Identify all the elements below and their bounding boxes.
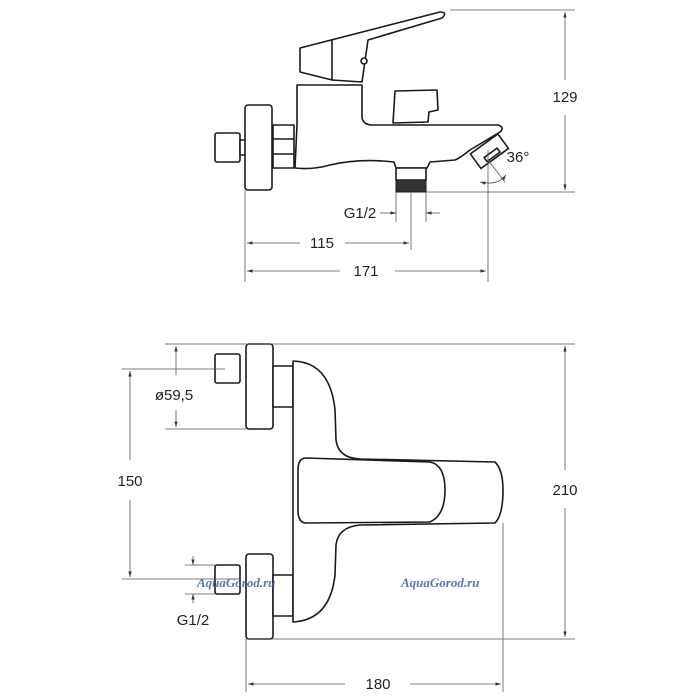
lever-handle xyxy=(299,11,446,83)
side-view: 129 G1/2 115 171 36° xyxy=(214,9,578,282)
offset-115-label: 115 xyxy=(310,235,334,252)
outlet-collar xyxy=(395,167,427,181)
diverter-knob xyxy=(392,89,439,124)
angle-36-label: 36° xyxy=(507,149,530,166)
mixer-body xyxy=(294,84,503,170)
wall-flange xyxy=(244,104,273,191)
watermark-right: AquaGorod.ru xyxy=(400,575,479,590)
flange-diameter-label: ø59,5 xyxy=(155,387,193,404)
width-180-label: 180 xyxy=(365,676,390,693)
watermark-left: AquaGorod.ru xyxy=(196,575,275,590)
lower-nut xyxy=(272,574,294,617)
outlet-thread xyxy=(395,179,427,193)
upper-inlet-knob xyxy=(214,353,241,384)
height-129-label: 129 xyxy=(552,89,577,106)
depth-171-label: 171 xyxy=(353,263,378,280)
upper-nut xyxy=(272,365,294,408)
lever-top xyxy=(297,457,446,524)
outlet-thread-label: G1/2 xyxy=(344,205,377,222)
inlet-spacing-label: 150 xyxy=(117,473,142,490)
upper-flange xyxy=(245,343,274,430)
valve-knob xyxy=(214,132,241,163)
top-view: ø59,5 150 G1/2 210 180 AquaGorod.ru Aqua… xyxy=(117,343,578,693)
lower-flange xyxy=(245,553,274,640)
connector-nut xyxy=(272,124,295,169)
inlet-thread-label: G1/2 xyxy=(177,612,210,629)
lower-inlet-knob xyxy=(214,564,241,595)
height-210-label: 210 xyxy=(552,482,577,499)
